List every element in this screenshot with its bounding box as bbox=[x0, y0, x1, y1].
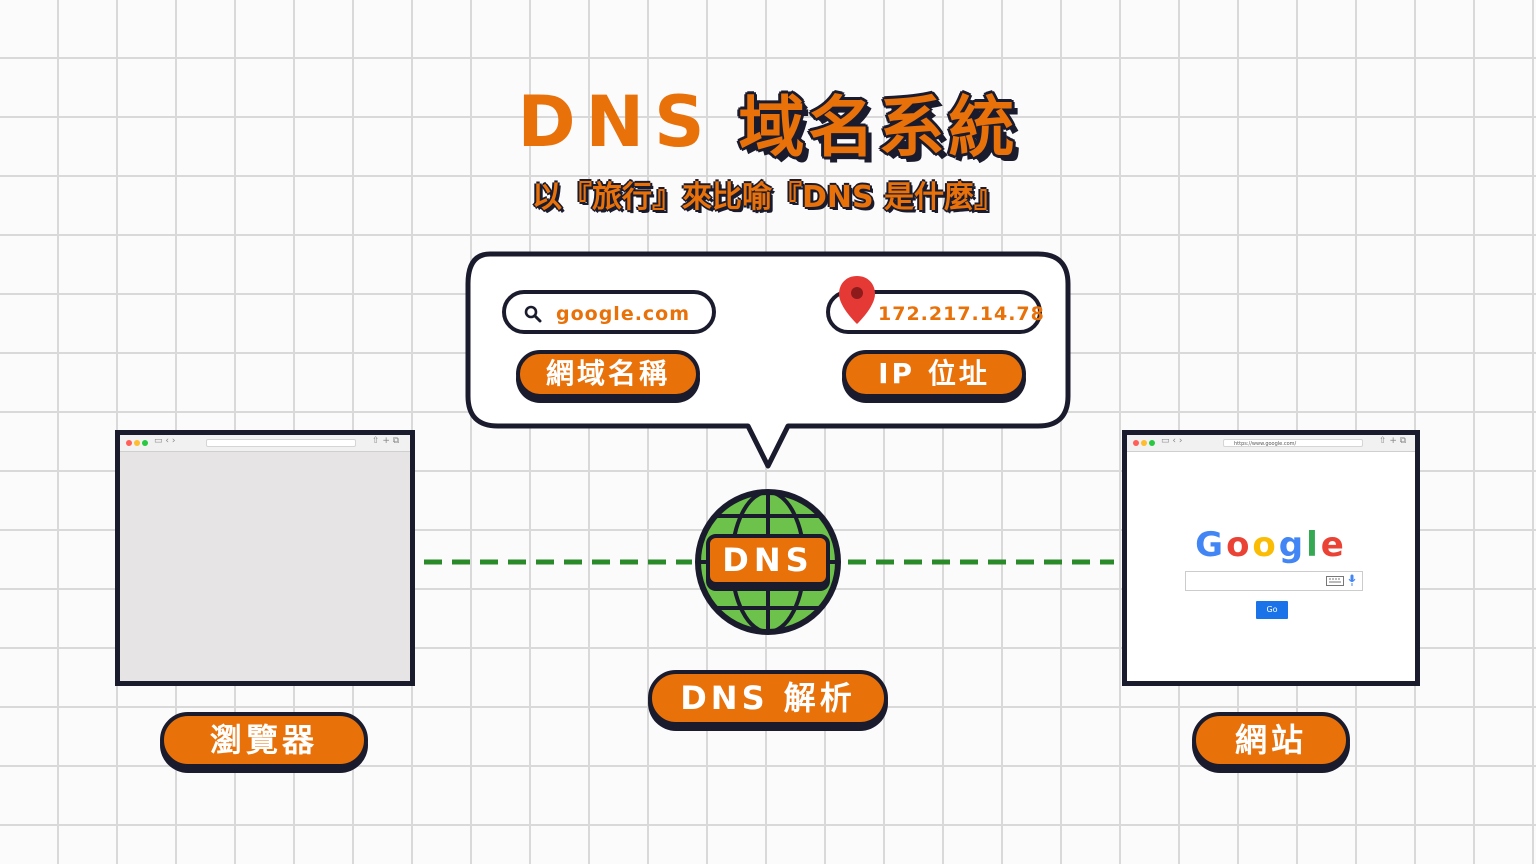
website-label: 網站 bbox=[1192, 712, 1350, 768]
url-bar: https://www.google.com/ bbox=[1223, 439, 1363, 447]
dns-resolution-label: DNS 解析 bbox=[648, 670, 888, 726]
logo-letter: l bbox=[1306, 525, 1321, 565]
address-bar bbox=[206, 439, 356, 447]
dns-badge: DNS bbox=[706, 534, 830, 586]
close-dot-icon bbox=[1133, 440, 1139, 446]
keyboard-icon bbox=[1326, 576, 1344, 586]
browser-toolbar: ▭ ‹ › ⇧ + ⧉ bbox=[120, 435, 410, 452]
maximize-dot-icon bbox=[1149, 440, 1155, 446]
domain-value: google.com bbox=[556, 303, 691, 325]
close-dot-icon bbox=[126, 440, 132, 446]
logo-letter: G bbox=[1195, 525, 1227, 565]
maximize-dot-icon bbox=[142, 440, 148, 446]
title-dns: DNS bbox=[517, 81, 715, 163]
search-icon bbox=[524, 305, 542, 323]
domain-name-label: 網域名稱 bbox=[516, 350, 700, 398]
minimize-dot-icon bbox=[134, 440, 140, 446]
microphone-icon bbox=[1348, 574, 1356, 586]
browser-window: ▭ ‹ › ⇧ + ⧉ bbox=[115, 430, 415, 686]
logo-letter: o bbox=[1226, 525, 1253, 565]
title: DNS 域名系統 bbox=[0, 74, 1536, 166]
google-logo: Google bbox=[1127, 525, 1415, 565]
ip-value: 172.217.14.78 bbox=[878, 303, 1045, 325]
go-button[interactable]: Go bbox=[1256, 601, 1288, 619]
subtitle: 以『旅行』來比喻『DNS 是什麼』 bbox=[531, 180, 1005, 215]
nav-arrows-icon: ▭ ‹ › bbox=[154, 436, 176, 446]
domain-search-field: google.com bbox=[502, 290, 716, 334]
location-pin-icon bbox=[839, 276, 875, 324]
minimize-dot-icon bbox=[1141, 440, 1147, 446]
nav-arrows-icon: ▭ ‹ › bbox=[1161, 436, 1183, 446]
share-icon: ⇧ + ⧉ bbox=[372, 436, 400, 446]
title-chinese: 域名系統 bbox=[738, 89, 1019, 166]
logo-letter: g bbox=[1278, 525, 1307, 565]
website-toolbar: ▭ ‹ › https://www.google.com/ ⇧ + ⧉ bbox=[1127, 435, 1415, 452]
logo-letter: o bbox=[1252, 525, 1279, 565]
share-icon: ⇧ + ⧉ bbox=[1379, 436, 1407, 446]
website-window: ▭ ‹ › https://www.google.com/ ⇧ + ⧉ Goog… bbox=[1122, 430, 1420, 686]
ip-address-label: IP 位址 bbox=[842, 350, 1026, 398]
google-search-input[interactable] bbox=[1185, 571, 1363, 591]
browser-label: 瀏覽器 bbox=[160, 712, 368, 768]
logo-letter: e bbox=[1320, 525, 1347, 565]
